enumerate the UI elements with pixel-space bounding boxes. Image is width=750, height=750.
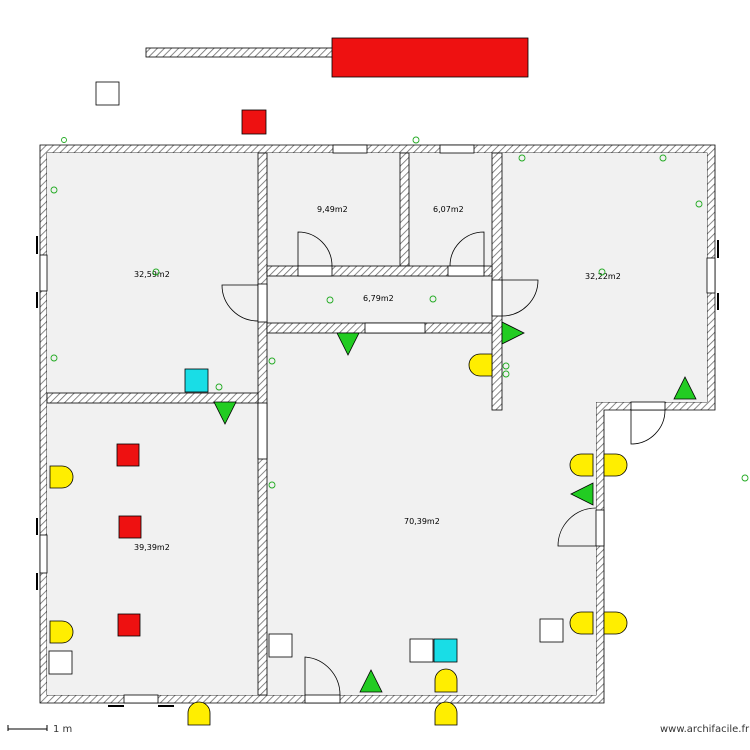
floor-room-top-left <box>47 153 258 393</box>
yellow-symbol-main-2 <box>569 453 594 477</box>
room-label-top-right: 32,22m2 <box>585 272 621 281</box>
floor-room-top-middle-right <box>409 153 492 266</box>
wall-vertical-mid <box>399 152 410 267</box>
scale-bar: 1 m <box>7 724 72 735</box>
room-label-top-left: 32,59m2 <box>134 270 170 279</box>
green-triangle-5 <box>570 482 594 506</box>
red-block-2 <box>118 515 142 539</box>
white-box-top <box>95 81 120 106</box>
door-gap-corridor-right <box>491 279 503 317</box>
door-main-bottom <box>304 656 341 696</box>
white-box-main-left <box>268 633 293 658</box>
electrical-symbols <box>50 136 749 489</box>
outlet-icon <box>659 154 667 162</box>
room-label-corridor: 6,79m2 <box>363 294 394 303</box>
floor-room-bottom-left <box>47 403 258 695</box>
red-square-top <box>241 109 267 135</box>
wall-openings <box>39 144 716 704</box>
door-gap-right-ext <box>630 401 666 411</box>
yellow-symbol-left-2 <box>49 620 74 644</box>
outlet-icon <box>326 296 334 304</box>
window-left-1 <box>39 254 48 292</box>
outlet-icon <box>412 136 420 144</box>
outlet-icon <box>429 295 437 303</box>
room-label-top-middle-right: 6,07m2 <box>433 205 464 214</box>
wall-horizontal-upper <box>266 265 493 277</box>
room-label-bottom-left: 39,39m2 <box>134 543 170 552</box>
scale-label: 1 m <box>53 724 72 735</box>
door-gap-corridor-left <box>257 283 268 323</box>
green-triangle-3 <box>501 321 525 345</box>
cyan-block-left <box>184 368 209 393</box>
door-gap-main-bottom <box>304 694 341 704</box>
window-right-1 <box>706 257 716 294</box>
yellow-symbol-bottom-1 <box>434 668 458 693</box>
door-right-ext <box>630 409 666 445</box>
outlet-icon <box>50 354 58 362</box>
door-corridor-right <box>501 279 539 317</box>
door-gap-corridor-bottom <box>364 322 426 334</box>
outlet-icon <box>268 357 276 365</box>
window-top-1 <box>332 144 368 154</box>
outlet-icon <box>61 137 67 143</box>
yellow-symbol-main-1 <box>468 353 493 377</box>
door-gap-room-9 <box>297 265 333 277</box>
top-wall-segment <box>145 47 335 58</box>
watermark-text: www.archifacile.fr <box>660 724 750 735</box>
outlet-icon <box>598 268 606 276</box>
red-block-top <box>331 37 529 78</box>
door-main-right <box>557 507 597 547</box>
yellow-symbol-bottom-2 <box>434 701 458 726</box>
window-bottom-1 <box>123 694 159 704</box>
cyan-block-main <box>433 638 458 663</box>
outlet-icon <box>268 481 276 489</box>
green-triangle-6 <box>359 669 383 693</box>
yellow-symbol-ext-2 <box>603 611 628 635</box>
wall-horizontal-left <box>46 392 259 404</box>
room-label-top-middle-left: 9,49m2 <box>317 205 348 214</box>
door-room-6 <box>449 231 485 267</box>
window-left-2 <box>39 534 48 574</box>
outlet-icon <box>152 268 160 276</box>
white-box-main-center <box>409 638 434 663</box>
white-box-main-right <box>539 618 564 643</box>
door-corridor-left <box>221 284 259 322</box>
room-label-main: 70,39m2 <box>404 517 440 526</box>
door-gap-left-main <box>257 402 268 460</box>
outlet-icon <box>502 370 510 378</box>
outlet-icon <box>50 186 58 194</box>
window-top-2 <box>439 144 475 154</box>
red-block-1 <box>116 443 140 467</box>
green-triangle-4 <box>673 376 697 400</box>
door-room-9 <box>297 231 333 267</box>
yellow-symbol-left-1 <box>49 465 74 489</box>
white-box-bottom-left <box>48 650 73 675</box>
door-gap-room-6 <box>447 265 485 277</box>
outlet-icon <box>741 474 749 482</box>
door-swings <box>221 231 666 696</box>
outlet-icon <box>215 383 223 391</box>
outlet-icon <box>518 154 526 162</box>
window-frames <box>36 236 719 707</box>
floor-room-top-middle-left <box>267 153 400 266</box>
green-triangle-2 <box>213 401 237 425</box>
green-triangle-1 <box>336 332 360 356</box>
door-gap-main-right <box>595 509 605 547</box>
outlet-icon <box>695 200 703 208</box>
floor-corridor <box>267 276 492 323</box>
red-block-3 <box>117 613 141 637</box>
yellow-symbol-main-3 <box>569 611 594 635</box>
yellow-symbol-ext-1 <box>603 453 628 477</box>
outlet-icon <box>502 362 510 370</box>
yellow-symbol-bottom-3 <box>187 701 211 726</box>
